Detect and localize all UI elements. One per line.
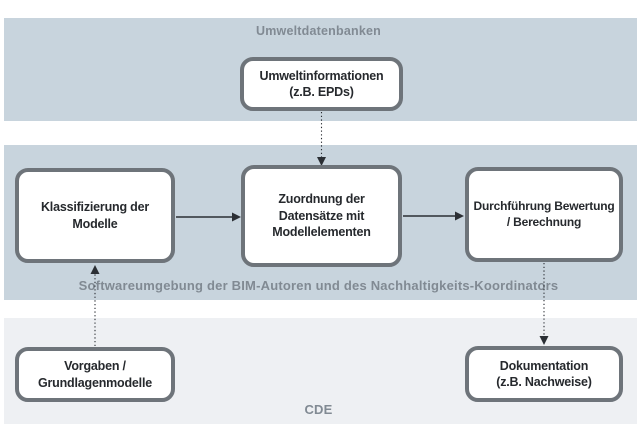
node-klassifizierung-label: Klassifizierung der Modelle (40, 200, 150, 231)
band-label-cde: CDE (304, 402, 333, 417)
node-zuordnung-label: Zuordnung der Datensätze mit Modelleleme… (272, 192, 371, 240)
node-klassifizierung-der-modelle: Klassifizierung der Modelle (15, 168, 175, 263)
node-durchfuehrung-label: Durchführung Bewertung / Berechnung (473, 198, 615, 229)
node-umweltinformationen: Umweltinformationen (z.B. EPDs) (240, 57, 403, 111)
band-label-umweltdatenbanken: Umweltdatenbanken (256, 24, 381, 38)
node-durchfuehrung-bewertung: Durchführung Bewertung / Berechnung (465, 167, 623, 262)
node-zuordnung-datensaetze: Zuordnung der Datensätze mit Modelleleme… (241, 165, 402, 267)
node-vorgaben-grundlagenmodelle: Vorgaben / Grundlagenmodelle (15, 347, 175, 402)
node-dokumentation-nachweise: Dokumentation (z.B. Nachweise) (465, 346, 623, 402)
band-label-software-environment: Softwareumgebung der BIM-Autoren und des… (78, 278, 559, 293)
node-vorgaben-label: Vorgaben / Grundlagenmodelle (38, 359, 152, 390)
node-umweltinformationen-label: Umweltinformationen (z.B. EPDs) (259, 68, 384, 100)
node-dokumentation-label: Dokumentation (z.B. Nachweise) (496, 358, 592, 390)
